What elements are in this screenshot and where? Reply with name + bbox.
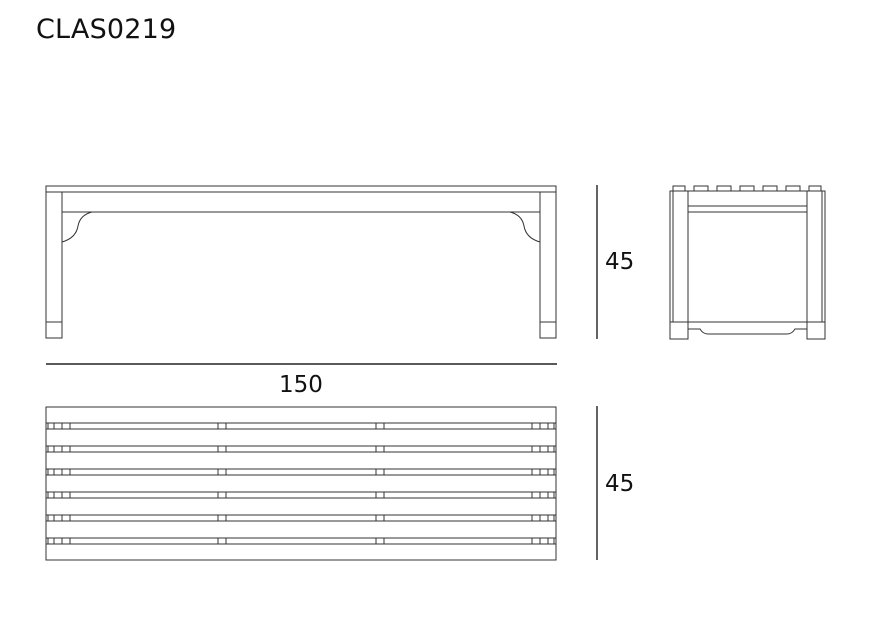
side-stretcher-curve (688, 328, 807, 335)
front-right-bracket (509, 211, 541, 243)
side-slat (739, 185, 755, 192)
side-slat (693, 185, 709, 192)
front-left-bracket (61, 211, 93, 243)
side-slat (808, 185, 822, 192)
front-view (45, 185, 557, 339)
product-code-title: CLAS0219 (36, 14, 177, 45)
top-slats (46, 422, 556, 545)
side-view (669, 185, 826, 340)
front-seat-top (45, 185, 557, 193)
top-depth-label: 45 (605, 471, 635, 497)
side-apron (687, 205, 808, 213)
front-left-leg (45, 191, 63, 339)
side-slat (762, 185, 778, 192)
width-label: 150 (279, 372, 323, 398)
side-slat (785, 185, 801, 192)
side-slat (716, 185, 732, 192)
top-outline (45, 406, 557, 561)
front-height-label: 45 (605, 249, 635, 275)
top-view (45, 406, 557, 561)
front-apron (61, 191, 541, 213)
front-right-leg (539, 191, 557, 339)
side-slat (672, 185, 686, 192)
